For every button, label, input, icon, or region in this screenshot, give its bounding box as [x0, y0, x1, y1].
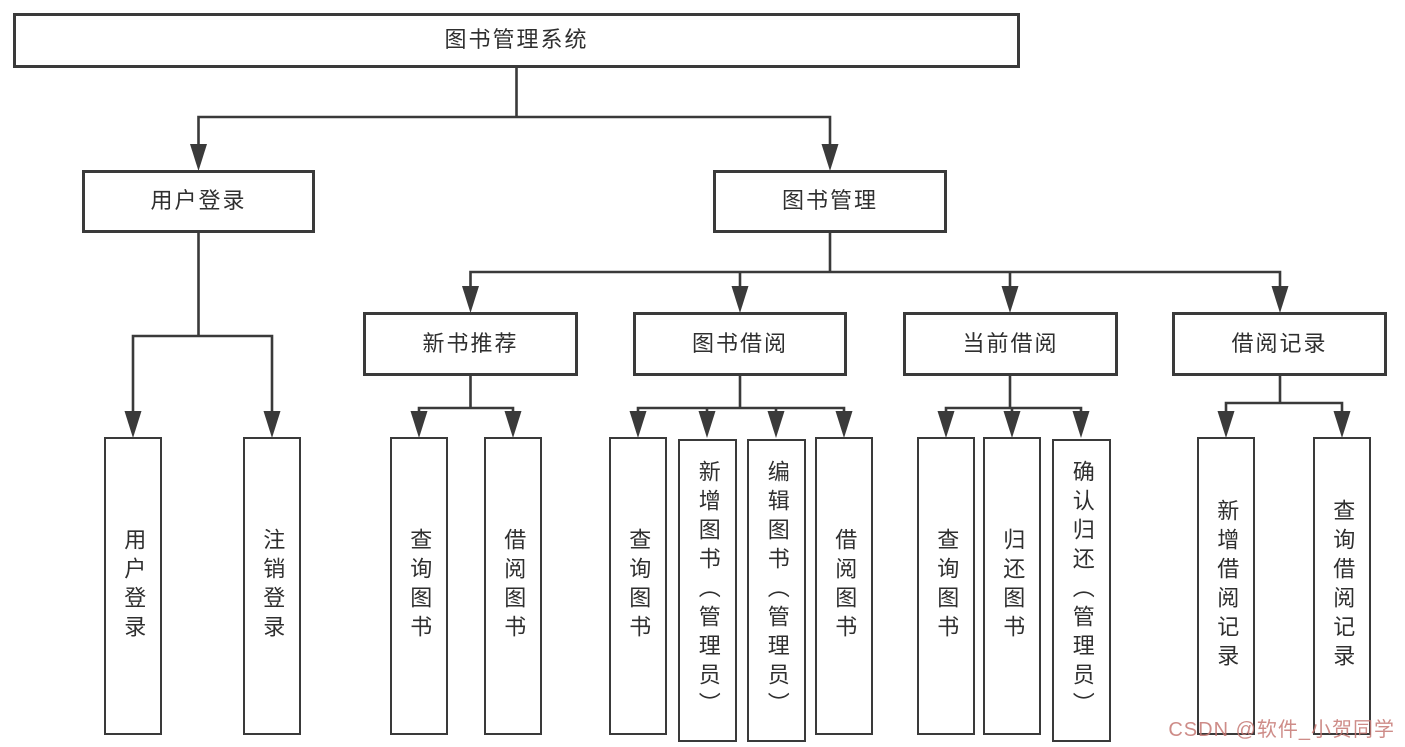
arrowhead-icon — [821, 144, 839, 171]
arrowhead-icon — [1333, 411, 1351, 438]
arrowhead-icon — [698, 411, 716, 438]
arrowhead-icon — [1003, 411, 1021, 438]
node-current-borrow: 当前借阅 — [903, 312, 1118, 376]
node-borrow-book-recommend: 借阅图书 — [484, 437, 542, 735]
node-return-book: 归还图书 — [983, 437, 1041, 735]
arrowhead-icon — [1072, 411, 1090, 438]
arrowhead-icon — [767, 411, 785, 438]
node-user-logout: 注销登录 — [243, 437, 301, 735]
node-root-system: 图书管理系统 — [13, 13, 1020, 68]
node-borrow-book: 借阅图书 — [815, 437, 873, 735]
arrowhead-icon — [1271, 286, 1289, 313]
arrowhead-icon — [263, 411, 281, 438]
node-book-management: 图书管理 — [713, 170, 947, 233]
node-query-books-borrow: 查询图书 — [609, 437, 667, 735]
node-edit-book-admin: 编辑图书（管理员） — [747, 439, 806, 742]
node-user-login: 用户登录 — [104, 437, 162, 735]
arrowhead-icon — [190, 144, 207, 171]
arrowhead-icon — [410, 411, 428, 438]
arrowhead-icon — [629, 411, 647, 438]
arrowhead-icon — [124, 411, 142, 438]
arrowhead-icon — [731, 286, 749, 313]
arrowhead-icon — [462, 286, 479, 313]
arrowhead-icon — [937, 411, 955, 438]
node-add-borrow-record: 新增借阅记录 — [1197, 437, 1255, 735]
node-book-borrow: 图书借阅 — [633, 312, 847, 376]
node-new-book-recommend: 新书推荐 — [363, 312, 578, 376]
arrowhead-icon — [835, 411, 853, 438]
node-borrow-records: 借阅记录 — [1172, 312, 1387, 376]
node-user-login-group: 用户登录 — [82, 170, 315, 233]
node-query-books-recommend: 查询图书 — [390, 437, 448, 735]
node-confirm-return-admin: 确认归还（管理员） — [1052, 439, 1111, 742]
arrowhead-icon — [1001, 286, 1019, 313]
csdn-watermark: CSDN @软件_小贺同学 — [1168, 719, 1395, 741]
arrowhead-icon — [1217, 411, 1235, 438]
node-add-book-admin: 新增图书（管理员） — [678, 439, 737, 742]
arrowhead-icon — [504, 411, 522, 438]
node-query-books-current: 查询图书 — [917, 437, 975, 735]
node-query-borrow-record: 查询借阅记录 — [1313, 437, 1371, 735]
